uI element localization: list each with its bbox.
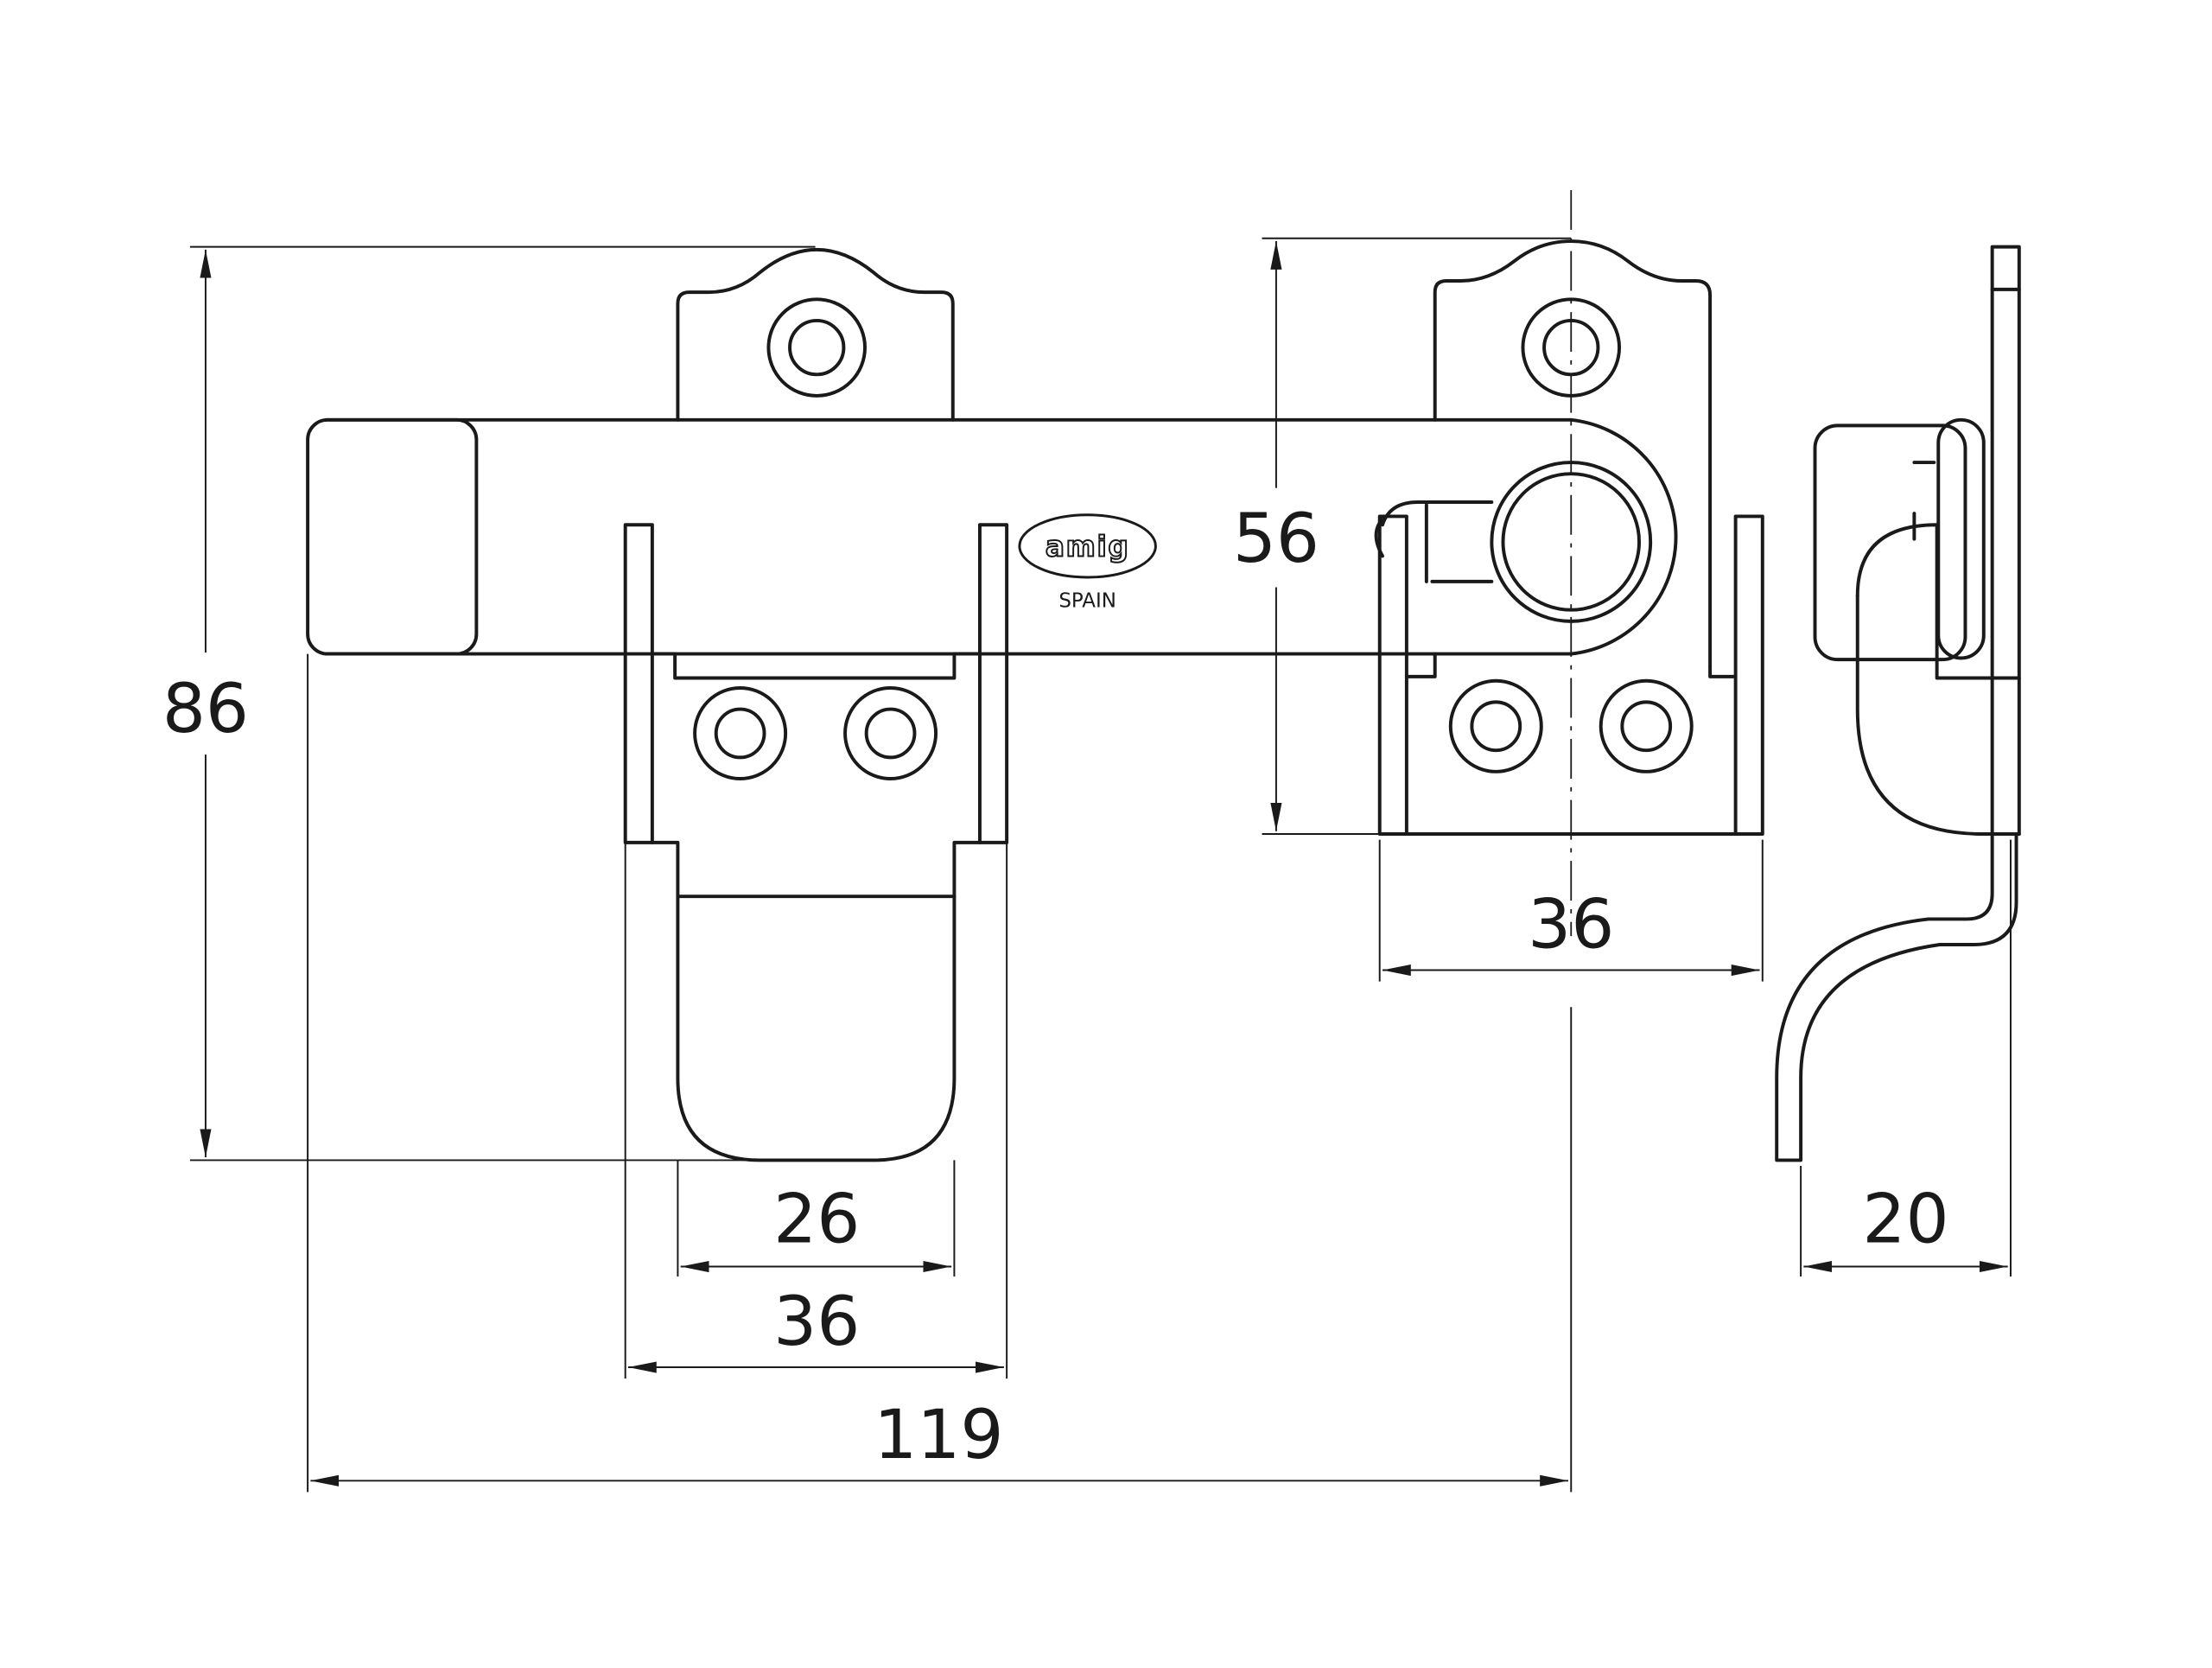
dim-staple-inner: 26 bbox=[677, 1160, 956, 1276]
logo-brand: amig bbox=[1046, 530, 1130, 563]
keeper-right bbox=[1377, 514, 1764, 836]
dim-staple-outer: 36 bbox=[624, 842, 1008, 1379]
dim-overall-width: 119 bbox=[307, 653, 1568, 1493]
dim-label-86: 86 bbox=[162, 669, 249, 748]
dim-keeper-width: 36 bbox=[1378, 839, 1764, 982]
dim-keeper-height: 56 bbox=[1233, 237, 1572, 835]
dim-label-36-staple: 36 bbox=[773, 1282, 860, 1361]
top-mounting-plate-left bbox=[676, 247, 955, 422]
amig-logo: amig SPAIN bbox=[1018, 513, 1157, 612]
dim-label-26: 26 bbox=[773, 1180, 860, 1259]
dim-label-56: 56 bbox=[1233, 499, 1319, 578]
dim-label-119: 119 bbox=[874, 1395, 1003, 1474]
side-profile bbox=[1775, 245, 2021, 1162]
top-mounting-plate-right bbox=[1374, 239, 1713, 669]
bolt-bar bbox=[306, 417, 1678, 656]
staple-left bbox=[623, 523, 1009, 1162]
dim-overall-height: 86 bbox=[162, 245, 816, 1162]
dim-label-20: 20 bbox=[1862, 1180, 1948, 1259]
dim-profile-depth: 20 bbox=[1800, 839, 2012, 1276]
dim-label-36-keeper: 36 bbox=[1528, 884, 1614, 964]
logo-country: SPAIN bbox=[1058, 589, 1116, 612]
